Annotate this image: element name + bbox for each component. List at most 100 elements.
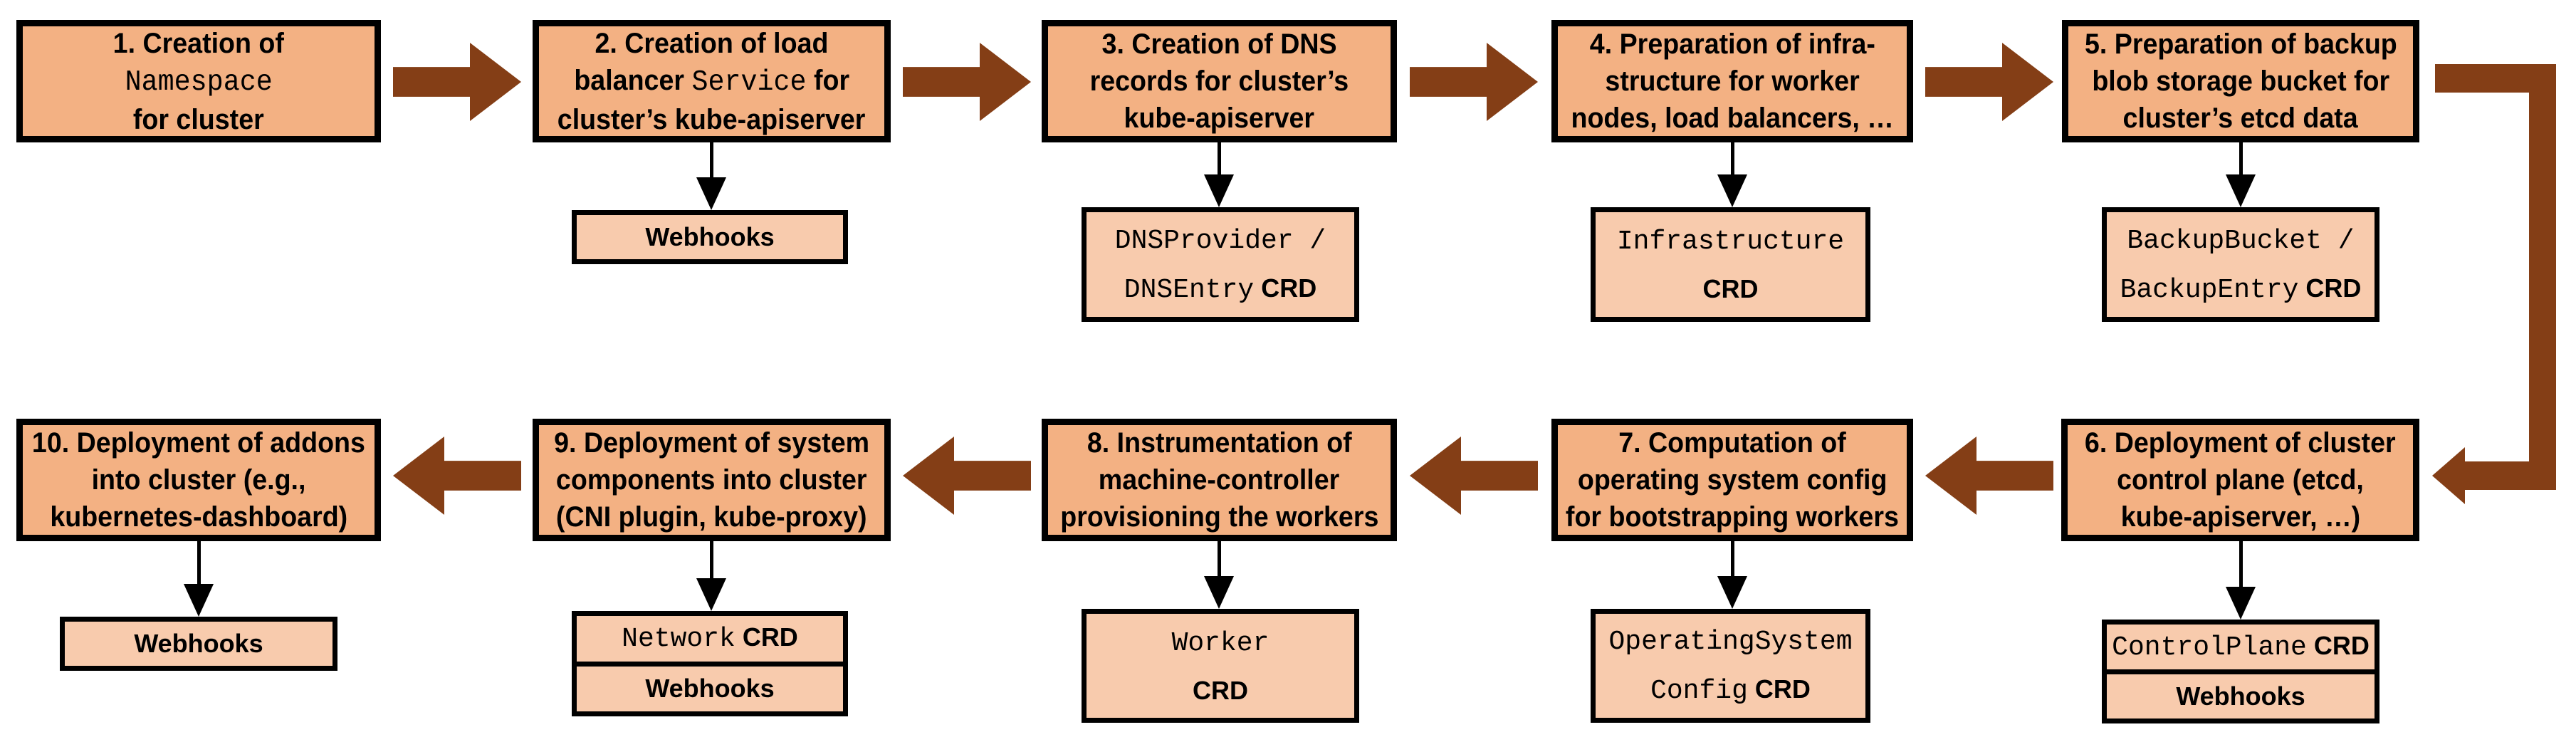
sub-arrow-head-step10 [184, 584, 214, 617]
label-text: for [806, 64, 849, 96]
text-line: OperatingSystem [1608, 617, 1852, 666]
text-line: Webhooks [645, 214, 774, 261]
text-line: Webhooks [134, 620, 263, 667]
label-text: kube-apiserver [1124, 103, 1315, 134]
label-text: 6. Deployment of cluster [2085, 427, 2396, 459]
label-text: 2. Creation of load [595, 27, 829, 59]
text-line: 10. Deployment of addons [32, 424, 365, 461]
sub-arrow-head-step5 [2226, 174, 2256, 207]
webhooks-box-step9: Webhooks [577, 661, 843, 712]
sub-arrow-line-step4 [1731, 142, 1734, 177]
flow-arrow-2-to-3 [903, 43, 1031, 121]
sub-arrow-line-step2 [710, 142, 713, 179]
label-text: for cluster [133, 103, 264, 135]
sub-arrow-line-step7 [1731, 541, 1734, 578]
sub-arrow-head-step3 [1204, 174, 1234, 207]
text-line: provisioning the workers [1060, 498, 1378, 535]
webhooks-box-step10: Webhooks [60, 617, 337, 671]
label-text: kube-apiserver, …) [2120, 501, 2360, 533]
label-text: CRD [2306, 630, 2370, 660]
label-text: records for cluster’s [1089, 66, 1349, 97]
label-text: (CNI plugin, kube-proxy) [556, 501, 867, 533]
label-text: CRD [1254, 273, 1317, 303]
label-text: operating system config [1577, 464, 1888, 496]
text-line: records for cluster’s [1090, 63, 1349, 100]
label-text: nodes, load balancers, … [1571, 103, 1894, 134]
text-line: 7. Computation of [1618, 424, 1846, 461]
label-text: for bootstrapping workers [1566, 501, 1899, 533]
text-line: ControlPlane CRD [2112, 631, 2370, 663]
text-line: (CNI plugin, kube-proxy) [556, 498, 867, 535]
label-text: Webhooks [645, 674, 775, 704]
label-text: provisioning the workers [1059, 501, 1379, 533]
step-box-9-deploy-system-components: 9. Deployment of system components into c… [533, 419, 891, 541]
text-line: 6. Deployment of cluster [2085, 424, 2396, 461]
text-line: DNSProvider / [1115, 216, 1326, 265]
label-text: CRD [2298, 273, 2362, 303]
text-line: for cluster [133, 101, 264, 138]
text-line: 3. Creation of DNS [1101, 26, 1336, 63]
label-text: into cluster (e.g., [91, 464, 306, 496]
label-text: CRD [1193, 675, 1248, 705]
sub-arrow-line-step9 [710, 541, 713, 580]
flow-arrow-9-to-10 [393, 437, 521, 515]
text-line: 9. Deployment of system [554, 424, 869, 461]
sub-arrow-head-step6 [2226, 587, 2256, 620]
text-line: machine-controller [1099, 461, 1339, 498]
flow-arrow-5-to-6-arrowhead [2432, 447, 2465, 504]
text-line: Namespace [125, 62, 272, 101]
label-text: 4. Preparation of infra- [1589, 28, 1875, 60]
label-text: Webhooks [2176, 681, 2305, 711]
text-line: components into cluster [556, 461, 867, 498]
sub-arrow-head-step7 [1717, 576, 1747, 609]
text-line: BackupEntry CRD [2120, 265, 2362, 314]
sub-arrow-head-step4 [1717, 174, 1747, 207]
label-text: components into cluster [556, 464, 867, 496]
label-text: 9. Deployment of system [554, 427, 869, 459]
label-text: cluster’s etcd data [2122, 103, 2359, 134]
resource-name: DNSEntry [1124, 274, 1255, 305]
backup-bucket-entry-crd-box: BackupBucket / BackupEntry CRD [2102, 207, 2379, 322]
flow-arrow-1-to-2 [393, 43, 521, 121]
text-line: blob storage bucket for [2092, 63, 2389, 100]
webhooks-box-step2: Webhooks [572, 210, 848, 264]
label-text: 3. Creation of DNS [1101, 28, 1337, 60]
label-text: 5. Preparation of backup [2084, 28, 2397, 60]
resource-name: Infrastructure [1616, 226, 1845, 257]
text-line: Config CRD [1650, 666, 1811, 715]
text-line: kubernetes-dashboard) [50, 498, 347, 535]
text-line: into cluster (e.g., [92, 461, 306, 498]
label-text: machine-controller [1099, 464, 1340, 496]
network-crd-box: Network CRD [577, 616, 843, 662]
resource-name: BackupEntry [2120, 274, 2299, 305]
dns-provider-entry-crd-box: DNSProvider / DNSEntry CRD [1082, 207, 1359, 322]
flow-arrow-6-to-7 [1925, 437, 2053, 515]
flow-arrow-5-to-6-elbow-bottom [2461, 461, 2533, 490]
label-text: CRD [1747, 674, 1811, 704]
text-line: structure for worker [1605, 63, 1859, 100]
text-line: kube-apiserver [1124, 100, 1315, 137]
label-text: 7. Computation of [1618, 427, 1846, 459]
flow-arrow-3-to-4 [1410, 43, 1538, 121]
step-box-3-create-dns-records: 3. Creation of DNS records for cluster’s k… [1042, 20, 1397, 142]
text-line: cluster’s kube-apiserver [557, 101, 866, 138]
resource-name: BackupBucket / [2127, 225, 2355, 256]
text-line: Worker [1172, 618, 1269, 667]
label-text: structure for worker [1605, 66, 1860, 97]
resource-name: Worker [1171, 627, 1269, 659]
sub-arrow-line-step3 [1218, 142, 1221, 177]
label-text: CRD [1702, 274, 1759, 303]
text-line: 5. Preparation of backup [2085, 26, 2397, 63]
resource-name: Service [691, 66, 807, 99]
resource-name: Network [622, 624, 735, 655]
label-text: CRD [735, 622, 798, 652]
label-text: Webhooks [645, 222, 775, 251]
text-line: Infrastructure [1617, 216, 1844, 266]
text-line: CRD [1193, 667, 1248, 714]
text-line: Network CRD [622, 622, 798, 654]
text-line: nodes, load balancers, … [1571, 100, 1893, 137]
